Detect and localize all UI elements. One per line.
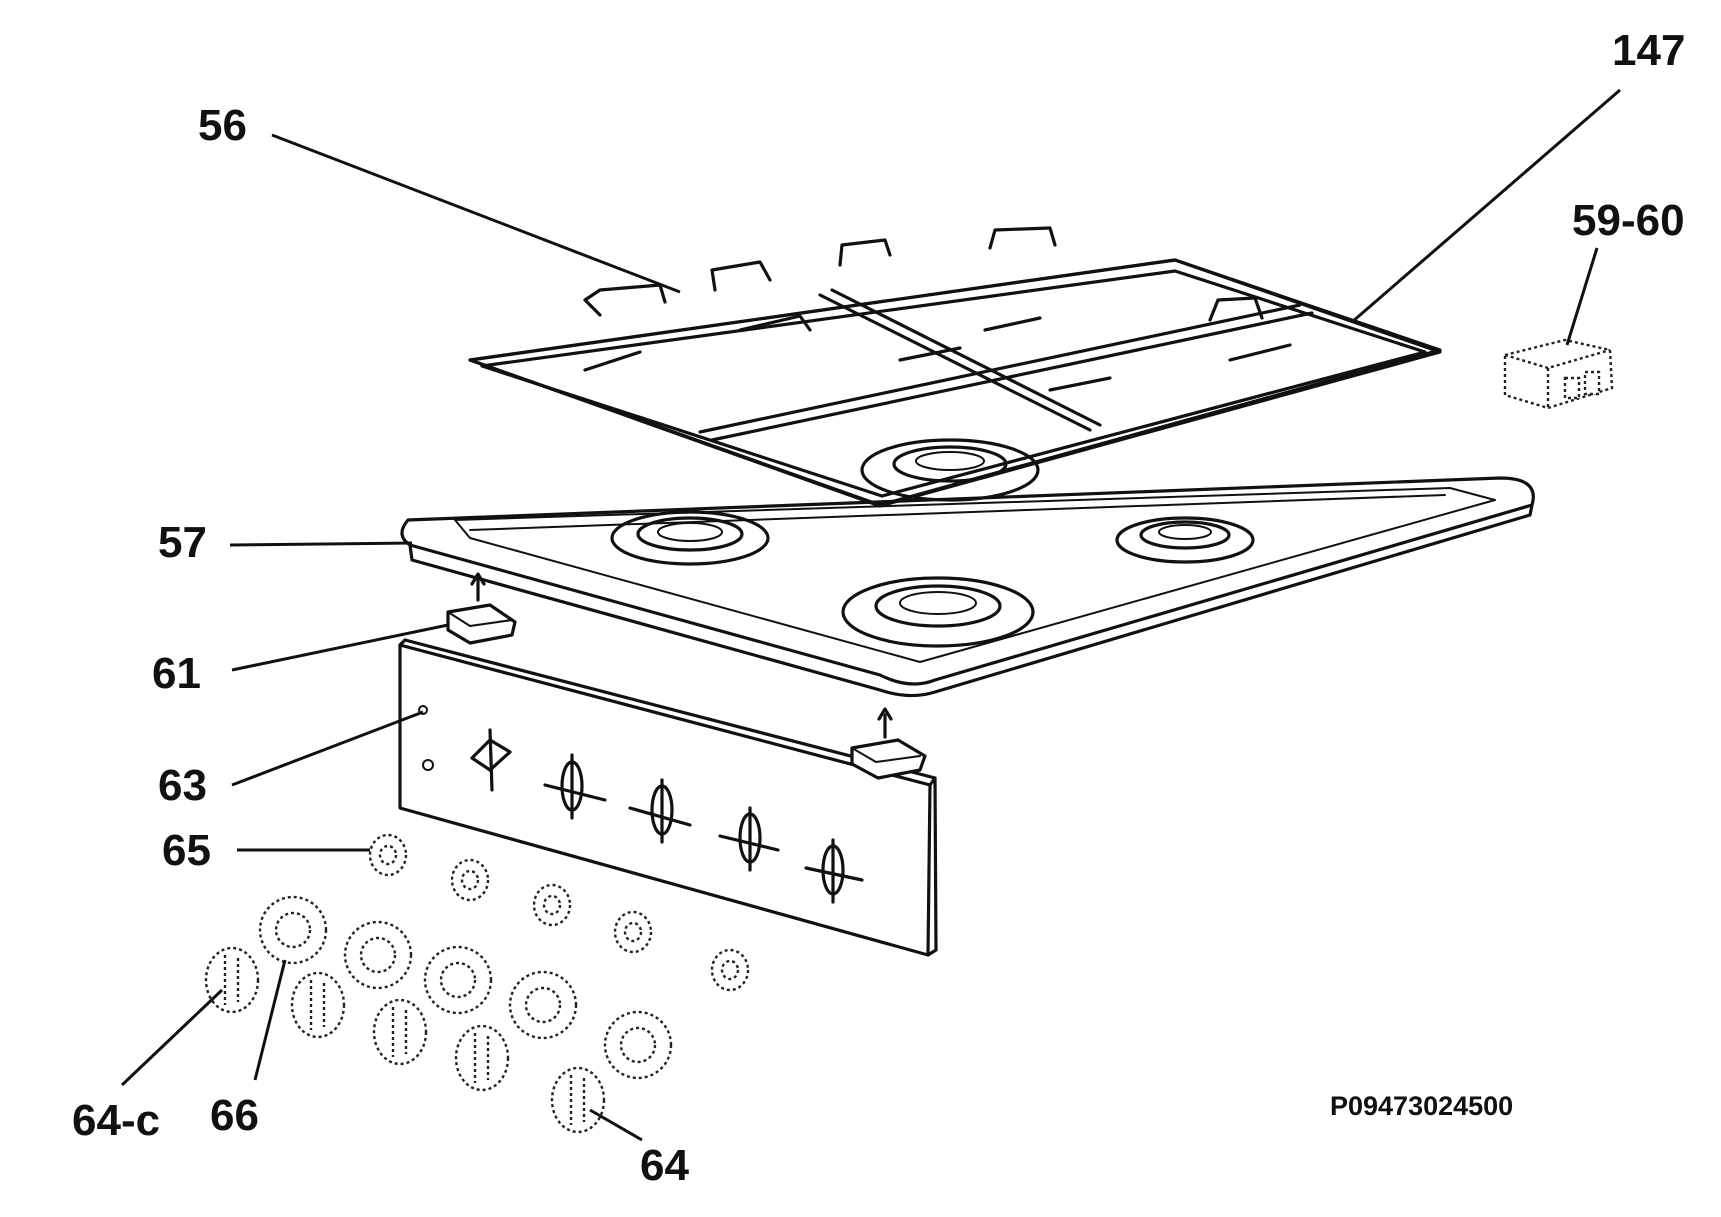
springs	[368, 833, 750, 992]
diagram-code: P09473024500	[1330, 1091, 1513, 1121]
control-panel	[398, 638, 938, 957]
ring	[508, 970, 578, 1040]
part-labels: 56 147 59-60 57 61 63 65 64-c 66 64 P094…	[72, 26, 1685, 1190]
rings	[258, 895, 673, 1080]
ring	[343, 920, 413, 990]
accessory-block	[1503, 338, 1614, 410]
label-ring: 66	[210, 1091, 259, 1140]
knobs	[204, 946, 606, 1134]
label-spring: 65	[162, 826, 211, 875]
spring	[613, 910, 653, 954]
hob-top	[400, 438, 1535, 698]
ring	[603, 1010, 673, 1080]
knob	[290, 971, 346, 1039]
ring	[258, 895, 328, 965]
clip-left	[446, 572, 517, 645]
clip-right	[850, 707, 927, 780]
knob	[454, 1024, 510, 1092]
burner-front-center	[841, 576, 1035, 648]
label-clip: 61	[152, 649, 201, 698]
label-panel: 63	[158, 761, 207, 810]
label-grid-part: 147	[1612, 26, 1685, 75]
label-grid: 56	[198, 101, 247, 150]
ring	[423, 945, 493, 1015]
knob	[204, 946, 260, 1014]
spring	[450, 858, 490, 902]
label-hob: 57	[158, 518, 207, 567]
label-knob-c: 64-c	[72, 1096, 160, 1145]
panel-symbols	[470, 728, 864, 904]
pan-support-grid	[468, 226, 1442, 508]
leader-lines	[120, 88, 1621, 1142]
burner-right	[1115, 516, 1255, 564]
knob	[372, 998, 428, 1066]
spring	[368, 833, 408, 877]
label-accessory: 59-60	[1572, 196, 1685, 245]
burner-front-left	[610, 510, 770, 566]
spring	[710, 948, 750, 992]
knob	[550, 1066, 606, 1134]
spring	[532, 883, 572, 927]
label-knob: 64	[640, 1141, 689, 1190]
